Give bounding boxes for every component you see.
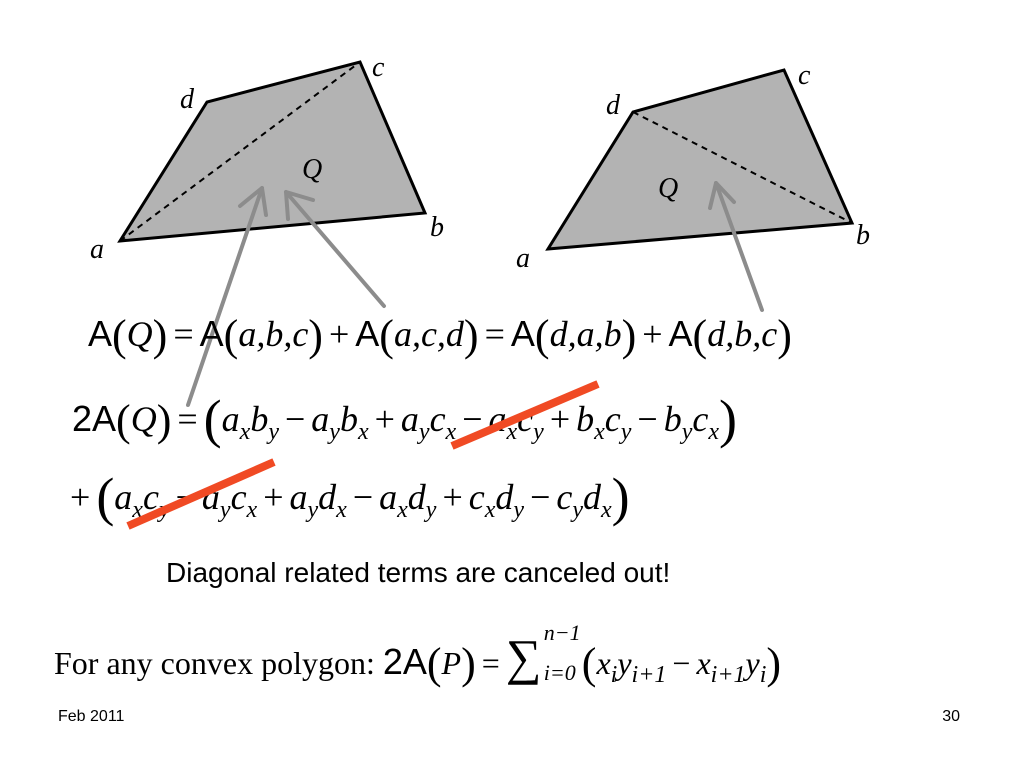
right-label-d: d — [606, 90, 621, 121]
arrow-dab-to-right-quad — [714, 181, 764, 312]
arrowhead-2 — [284, 190, 315, 221]
right-label-c: c — [798, 60, 811, 91]
left-label-c: c — [372, 52, 385, 83]
double-area-equation-line2: +(axcy−aycx+aydx−axdy+cxdy−cydx) — [70, 467, 630, 527]
right-label-q: Q — [658, 173, 678, 204]
right-label-b: b — [856, 220, 870, 251]
area-symbol: A — [355, 313, 380, 354]
arrow-abc-to-left-quad — [284, 190, 386, 308]
q-symbol: Q — [130, 399, 157, 439]
left-quadrilateral — [117, 60, 428, 243]
left-label-d: d — [180, 84, 195, 115]
arrowhead-1 — [238, 186, 268, 217]
double-area-equation-line1: 2A(Q)=(axby−aybx+aycx−axcy+bxcy−bycx) — [72, 389, 738, 449]
triangle-acd: a,c,d — [393, 314, 464, 354]
p-symbol: P — [441, 645, 462, 681]
right-label-a: a — [516, 243, 530, 274]
footer-date: Feb 2011 — [58, 708, 125, 725]
sum-lower-limit: i=0 — [543, 660, 576, 685]
area-symbol: A — [199, 313, 224, 354]
triangle-abc: a,b,c — [238, 314, 309, 354]
left-label-b: b — [430, 212, 444, 243]
area-symbol: A — [88, 313, 113, 354]
right-quadrilateral — [545, 68, 855, 251]
page-number: 30 — [942, 708, 960, 725]
double-area-symbol: 2A — [72, 398, 117, 439]
left-label-a: a — [90, 234, 104, 265]
area-decomposition-equation: A(Q)=A(a,b,c)+A(a,c,d)=A(d,a,b)+A(d,b,c) — [88, 311, 792, 360]
sum-upper-limit: n−1 — [543, 620, 581, 645]
area-symbol: A — [668, 313, 693, 354]
double-area-symbol: 2A — [382, 641, 427, 682]
cancellation-note: Diagonal related terms are canceled out! — [166, 557, 671, 588]
q-symbol: Q — [126, 314, 153, 354]
arrowhead-3 — [708, 181, 736, 210]
area-symbol: A — [510, 313, 535, 354]
left-diagonal-ac — [119, 61, 361, 242]
arrow-2aq-to-left-quad — [186, 186, 264, 407]
triangle-dbc: d,b,c — [707, 314, 778, 354]
left-label-q: Q — [302, 154, 322, 185]
triangle-dab: d,a,b — [549, 314, 622, 354]
formula-prefix: For any convex polygon: — [54, 645, 375, 681]
right-diagonal-db — [632, 111, 853, 224]
